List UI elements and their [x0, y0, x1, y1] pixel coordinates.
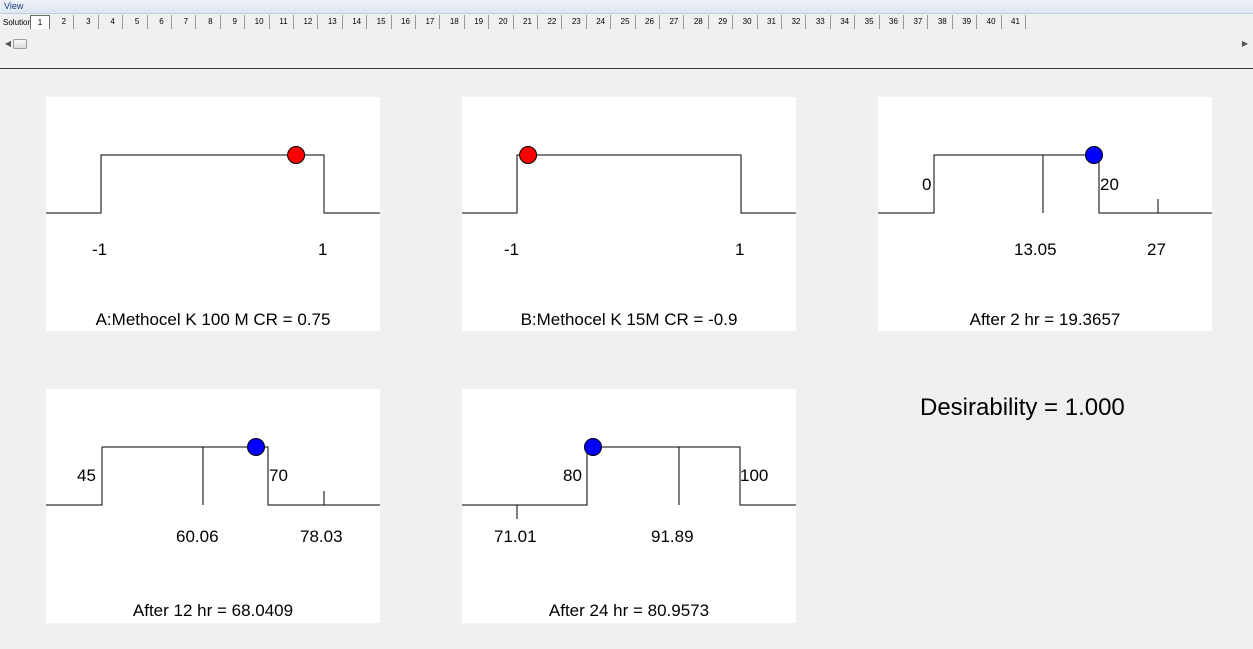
solution-tab-41[interactable]: 41 — [1006, 15, 1026, 29]
ramp-panel-after-2hr: 0 20 13.05 27 After 2 hr = 19.3657 — [878, 97, 1212, 331]
ramp-after-2hr: 0 20 13.05 27 After 2 hr = 19.3657 — [878, 146, 1212, 329]
solution-tab-33[interactable]: 33 — [810, 15, 831, 29]
mid-value-label: 13.05 — [1014, 240, 1057, 259]
factor-b-caption: B:Methocel K 15M CR = -0.9 — [521, 310, 738, 329]
solution-tab-22[interactable]: 22 — [542, 15, 563, 29]
out-value-label: 27 — [1147, 240, 1166, 259]
scroll-left-arrow-icon[interactable]: ◀ — [4, 39, 12, 48]
ramp-factor-a: -1 1 A:Methocel K 100 M CR = 0.75 — [46, 146, 380, 329]
ramp-panel-after-24hr: 80 100 91.89 71.01 After 24 hr = 80.9573 — [462, 389, 796, 623]
solution-tab-3[interactable]: 3 — [78, 15, 99, 29]
goal-high-label: 20 — [1100, 175, 1119, 194]
desirability-value: Desirability = 1.000 — [920, 394, 1125, 421]
after-12hr-caption: After 12 hr = 68.0409 — [133, 601, 293, 620]
goal-high-label: 100 — [740, 466, 768, 485]
solution-tab-28[interactable]: 28 — [688, 15, 709, 29]
scroll-right-arrow-icon[interactable]: ▶ — [1241, 39, 1249, 48]
solution-tab-40[interactable]: 40 — [981, 15, 1002, 29]
ramp-panel-after-12hr: 45 70 60.06 78.03 After 12 hr = 68.0409 — [46, 389, 380, 623]
after-12hr-prediction-dot — [247, 438, 265, 456]
ramp-after-12hr: 45 70 60.06 78.03 After 12 hr = 68.0409 — [46, 438, 380, 620]
ramp-outline — [46, 446, 380, 506]
solution-tab-23[interactable]: 23 — [566, 15, 587, 29]
ramp-panel-factor-b: -1 1 B:Methocel K 15M CR = -0.9 — [462, 97, 796, 331]
goal-low-label: 0 — [922, 175, 931, 194]
solution-tab-29[interactable]: 29 — [713, 15, 734, 29]
solution-tab-21[interactable]: 21 — [518, 15, 538, 29]
solution-tab-8[interactable]: 8 — [200, 15, 221, 29]
ramp-outline — [462, 154, 796, 214]
solution-tab-11[interactable]: 11 — [274, 15, 294, 29]
solutions-label: Solutions — [3, 18, 36, 27]
solution-tab-17[interactable]: 17 — [420, 15, 441, 29]
factor-a-caption: A:Methocel K 100 M CR = 0.75 — [96, 310, 331, 329]
high-level-label: 1 — [318, 240, 327, 259]
after-2hr-caption: After 2 hr = 19.3657 — [970, 310, 1121, 329]
solution-tab-15[interactable]: 15 — [371, 15, 392, 29]
solution-tab-16[interactable]: 16 — [396, 15, 416, 29]
out-value-label: 78.03 — [300, 527, 343, 546]
solution-tab-2[interactable]: 2 — [54, 15, 75, 29]
after-2hr-prediction-dot — [1085, 146, 1103, 164]
solution-tab-1[interactable]: 1 — [30, 15, 50, 29]
solution-tab-32[interactable]: 32 — [786, 15, 807, 29]
solution-tab-39[interactable]: 39 — [957, 15, 978, 29]
view-menu[interactable]: View — [4, 1, 24, 11]
solutions-scrollbar[interactable]: ◀ ▶ — [3, 38, 1250, 50]
high-level-label: 1 — [735, 240, 744, 259]
solution-tab-37[interactable]: 37 — [908, 15, 929, 29]
solution-tab-25[interactable]: 25 — [615, 15, 636, 29]
scroll-thumb[interactable] — [13, 39, 27, 49]
solution-tab-19[interactable]: 19 — [469, 15, 490, 29]
solution-tab-14[interactable]: 14 — [347, 15, 368, 29]
ramp-outline — [462, 446, 796, 506]
solution-tab-12[interactable]: 12 — [298, 15, 319, 29]
factor-b-setting-dot[interactable] — [519, 146, 538, 164]
out-value-label: 71.01 — [494, 527, 537, 546]
ramp-factor-b: -1 1 B:Methocel K 15M CR = -0.9 — [462, 146, 796, 329]
after-24hr-caption: After 24 hr = 80.9573 — [549, 601, 709, 620]
low-level-label: -1 — [504, 240, 519, 259]
solution-tab-27[interactable]: 27 — [664, 15, 685, 29]
solution-tab-9[interactable]: 9 — [225, 15, 246, 29]
goal-low-label: 80 — [563, 466, 582, 485]
solution-tab-7[interactable]: 7 — [176, 15, 197, 29]
solution-tab-31[interactable]: 31 — [762, 15, 782, 29]
factor-a-setting-dot[interactable] — [287, 146, 306, 164]
solution-tab-35[interactable]: 35 — [859, 15, 880, 29]
ramp-outline — [46, 154, 380, 214]
solution-tab-30[interactable]: 30 — [737, 15, 758, 29]
solution-tab-24[interactable]: 24 — [591, 15, 612, 29]
solution-tab-34[interactable]: 34 — [835, 15, 856, 29]
ramp-panel-factor-a: -1 1 A:Methocel K 100 M CR = 0.75 — [46, 97, 380, 331]
solution-tab-13[interactable]: 13 — [322, 15, 343, 29]
mid-value-label: 91.89 — [651, 527, 694, 546]
menu-bar: View — [0, 0, 1253, 14]
after-24hr-prediction-dot — [584, 438, 602, 456]
ramp-outline — [878, 154, 1212, 214]
goal-high-label: 70 — [269, 466, 288, 485]
solution-tab-36[interactable]: 36 — [884, 15, 904, 29]
ramp-after-24hr: 80 100 91.89 71.01 After 24 hr = 80.9573 — [462, 438, 796, 620]
solution-tab-10[interactable]: 10 — [249, 15, 270, 29]
low-level-label: -1 — [92, 240, 107, 259]
solution-tab-5[interactable]: 5 — [127, 15, 148, 29]
solution-tab-20[interactable]: 20 — [493, 15, 514, 29]
solution-tab-4[interactable]: 4 — [103, 15, 124, 29]
solution-tab-6[interactable]: 6 — [152, 15, 172, 29]
mid-value-label: 60.06 — [176, 527, 219, 546]
solution-tab-38[interactable]: 38 — [932, 15, 953, 29]
goal-low-label: 45 — [77, 466, 96, 485]
solution-tab-26[interactable]: 26 — [640, 15, 660, 29]
solution-tab-18[interactable]: 18 — [444, 15, 465, 29]
